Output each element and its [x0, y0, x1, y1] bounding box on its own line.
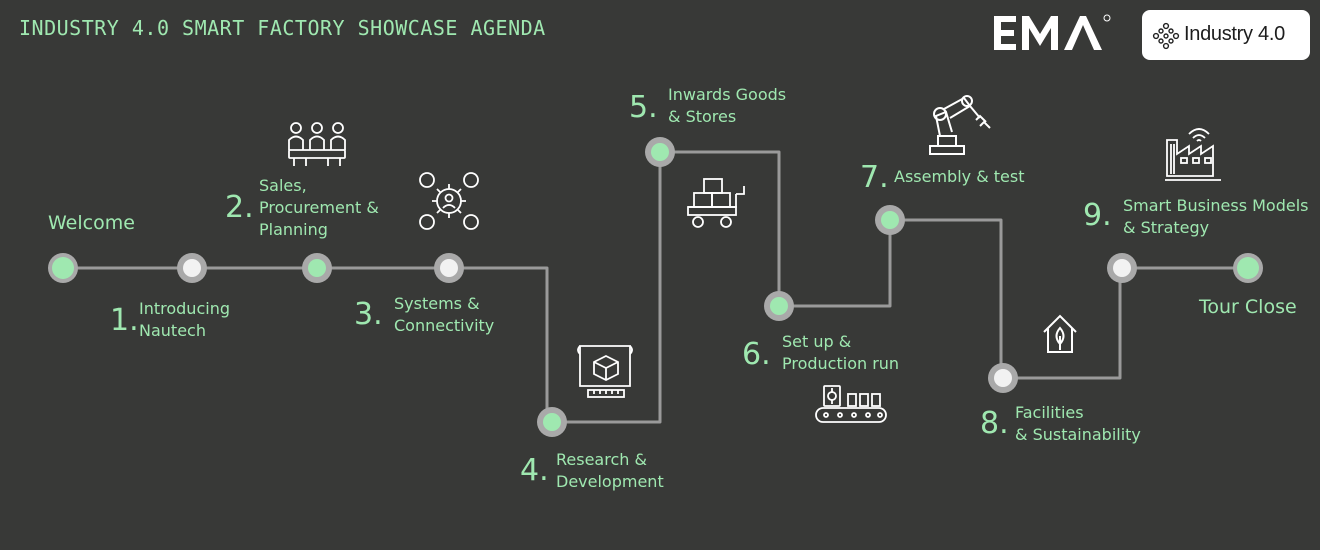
- team-icon: [288, 122, 346, 166]
- robot-arm-icon: [929, 95, 991, 155]
- page-title: INDUSTRY 4.0 SMART FACTORY SHOWCASE AGEN…: [19, 16, 546, 40]
- step-6-number: 6.: [742, 337, 771, 372]
- network-gear-icon: [419, 172, 479, 230]
- welcome-node: [48, 253, 78, 283]
- ema-logo: [994, 14, 1111, 50]
- node-7: [875, 205, 905, 235]
- industry-badge-text: Industry 4.0: [1184, 23, 1285, 45]
- step-3-label: Systems &Connectivity: [394, 294, 495, 335]
- node-1: [177, 253, 207, 283]
- smart-factory-icon: [1165, 128, 1221, 181]
- tour-close-node: [1233, 253, 1263, 283]
- step-5-label: Inwards Goods& Stores: [668, 85, 787, 126]
- step-2-number: 2.: [225, 190, 254, 225]
- step-4-number: 4.: [520, 453, 549, 488]
- node-3: [434, 253, 464, 283]
- step-9-label: Smart Business Models& Strategy: [1123, 196, 1309, 237]
- node-6: [764, 291, 794, 321]
- step-4-label: Research &Development: [556, 450, 664, 491]
- blueprint-box-icon: [577, 345, 633, 398]
- welcome-label: Welcome: [48, 212, 135, 234]
- node-5: [645, 137, 675, 167]
- step-9-number: 9.: [1083, 198, 1112, 233]
- step-7-label: Assembly & test: [894, 167, 1025, 186]
- trolley-icon: [687, 178, 745, 228]
- conveyor-icon: [815, 385, 887, 423]
- step-6-label: Set up &Production run: [782, 332, 900, 373]
- step-3-number: 3.: [354, 297, 383, 332]
- step-8-number: 8.: [980, 406, 1009, 441]
- eco-home-icon: [1043, 314, 1077, 353]
- node-9: [1107, 253, 1137, 283]
- tour-close-label: Tour Close: [1199, 296, 1297, 318]
- step-8-label: Facilities& Sustainability: [1015, 403, 1141, 444]
- step-1-number: 1.: [110, 303, 139, 338]
- node-8: [988, 363, 1018, 393]
- industry-network-icon: [1152, 22, 1180, 50]
- node-4: [537, 407, 567, 437]
- industry-4-badge: Industry 4.0: [1142, 10, 1310, 60]
- step-2-label: Sales,Procurement &Planning: [259, 176, 379, 239]
- node-2: [302, 253, 332, 283]
- step-7-number: 7.: [860, 160, 889, 195]
- step-5-number: 5.: [629, 90, 658, 125]
